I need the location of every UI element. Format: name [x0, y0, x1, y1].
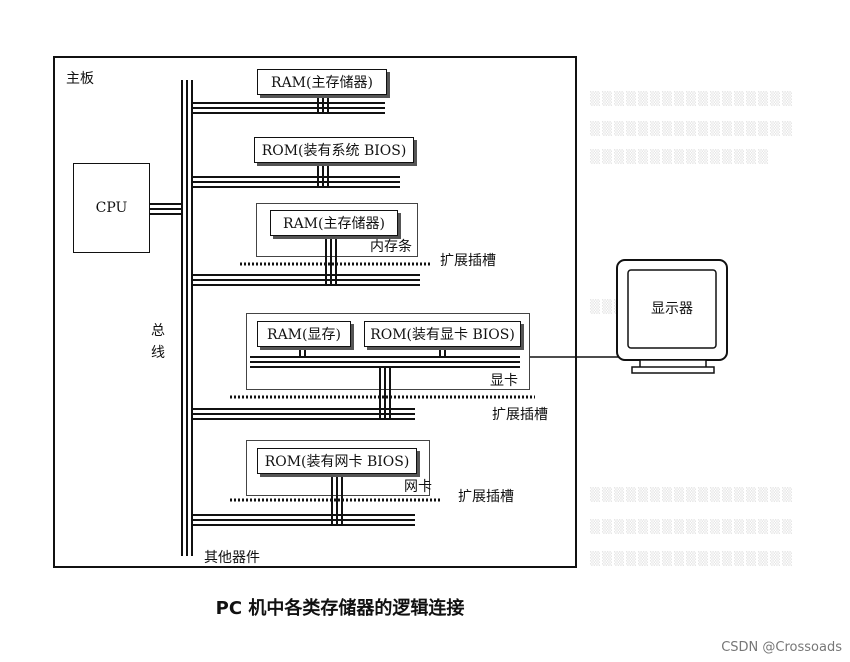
motherboard-label: 主板: [66, 71, 94, 87]
cpu-box: CPU: [73, 163, 150, 253]
bleed-through-text: ▒▒▒▒▒▒▒▒▒▒▒▒▒▒▒▒▒: [590, 520, 794, 535]
network-slot-label: 扩展插槽: [458, 489, 514, 505]
memory-stick-label: 内存条: [370, 239, 412, 255]
monitor-icon: [616, 259, 728, 374]
bleed-through-text: ▒▒▒▒▒▒▒▒▒▒▒▒▒▒▒▒▒: [590, 552, 794, 567]
bleed-through-text: ▒▒▒▒▒▒▒▒▒▒▒▒▒▒▒▒▒: [590, 122, 794, 137]
rom-system-bios-chip: ROM(装有系统 BIOS): [254, 137, 414, 163]
motherboard-frame: [53, 56, 577, 568]
network-rom-bios-chip: ROM(装有网卡 BIOS): [257, 448, 417, 474]
ram-main-chip: RAM(主存储器): [257, 69, 387, 95]
video-slot-label: 扩展插槽: [492, 407, 548, 423]
bleed-through-text: ▒▒▒▒▒▒▒▒▒▒▒▒▒▒▒: [590, 150, 770, 165]
monitor-label: 显示器: [651, 301, 693, 317]
bleed-through-text: ▒▒▒▒▒▒▒▒▒▒▒▒▒▒▒▒▒: [590, 488, 794, 503]
watermark: CSDN @Crossoads: [721, 640, 842, 655]
video-ram-chip: RAM(显存): [257, 321, 351, 347]
network-card-label: 网卡: [404, 479, 432, 495]
video-rom-bios-chip: ROM(装有显卡 BIOS): [364, 321, 521, 347]
other-components-label: 其他器件: [204, 550, 260, 566]
figure-caption: PC 机中各类存储器的逻辑连接: [215, 598, 465, 619]
system-bus: [181, 80, 193, 556]
video-card-label: 显卡: [490, 373, 518, 389]
bleed-through-text: ▒▒▒▒▒▒▒▒▒▒▒▒▒▒▒▒▒: [590, 92, 794, 107]
memory-stick-ram-chip: RAM(主存储器): [270, 210, 398, 236]
bus-label: 总线: [151, 323, 165, 361]
memory-slot-label: 扩展插槽: [440, 253, 496, 269]
